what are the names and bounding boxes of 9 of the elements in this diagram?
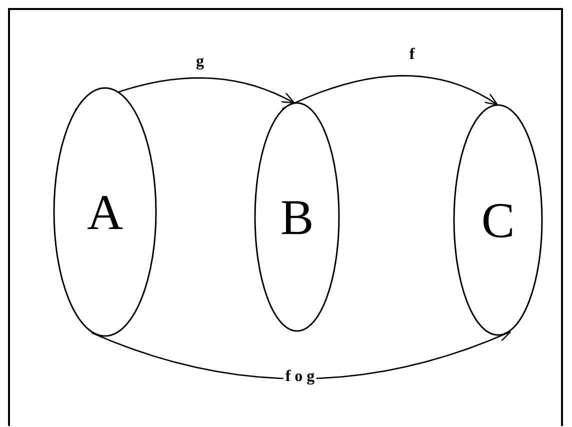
edge-label: f o g bbox=[283, 368, 317, 386]
ellipse-node bbox=[254, 102, 340, 332]
node-label: B bbox=[280, 192, 314, 242]
arrow bbox=[91, 331, 512, 380]
arrow bbox=[282, 75, 498, 110]
node-label: C bbox=[481, 195, 515, 245]
ellipse-node bbox=[53, 87, 157, 337]
ellipse-node bbox=[453, 104, 543, 336]
node-label: A bbox=[86, 187, 124, 237]
